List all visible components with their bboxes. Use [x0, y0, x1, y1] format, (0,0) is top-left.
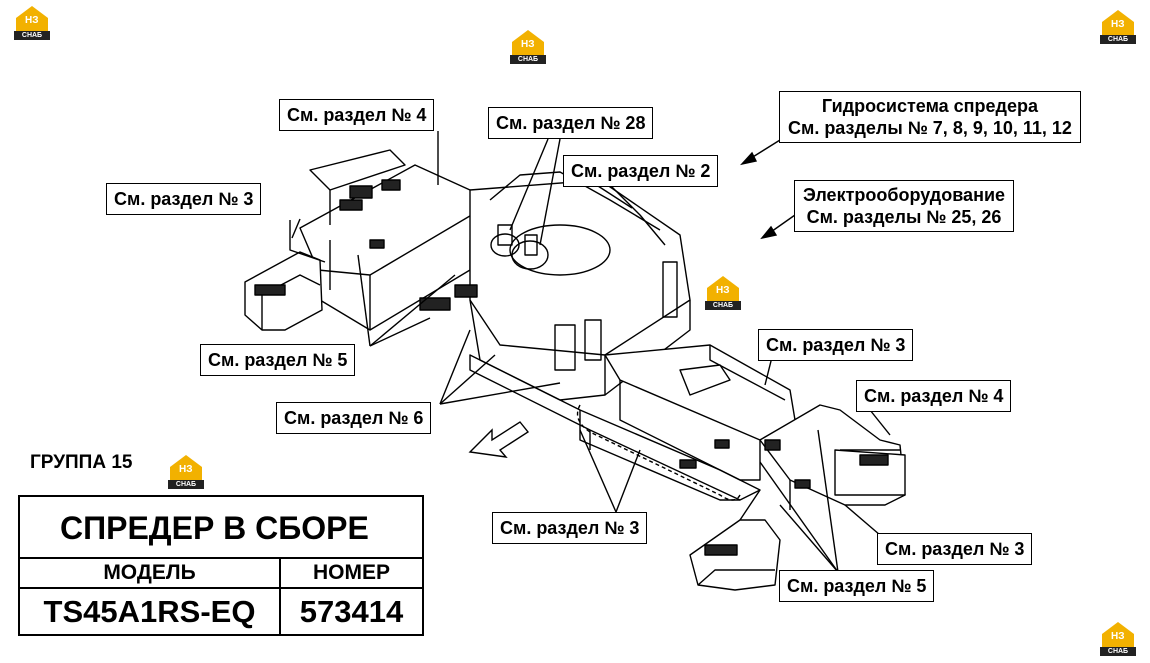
callout-section-3-mid-right: См. раздел № 3: [758, 329, 914, 361]
nz-snab-logo-icon: НЗ СНАБ: [705, 276, 741, 310]
model-value: TS45A1RS-EQ: [43, 594, 256, 629]
callout-section-3-bottom-right: См. раздел № 3: [877, 533, 1033, 565]
callout-section-3-left: См. раздел № 3: [106, 183, 262, 215]
center-frame: [469, 179, 691, 356]
nz-snab-logo-icon: НЗ СНАБ: [168, 455, 204, 489]
callout-section-5-bottom: См. раздел № 5: [779, 570, 935, 602]
number-header: НОМЕР: [281, 559, 422, 589]
nz-snab-logo-icon: НЗ СНАБ: [1100, 622, 1136, 656]
chain-track: [576, 404, 741, 501]
group-label: ГРУППА 15: [30, 452, 133, 473]
direction-arrow: [468, 421, 530, 458]
title-block: СПРЕДЕР В СБОРЕ МОДЕЛЬ НОМЕР TS45A1RS-EQ…: [18, 495, 424, 636]
callout-section-4-top: См. раздел № 4: [279, 99, 435, 131]
nz-snab-logo-icon: НЗ СНАБ: [510, 30, 546, 64]
hydraulic-title: Гидросистема спредера: [821, 96, 1039, 116]
callout-electrical: Электрооборудование См. разделы № 25, 26: [794, 180, 1015, 232]
number-value: 573414: [299, 594, 404, 629]
telescopic-beam: [469, 354, 761, 501]
callout-section-3-bottom: См. раздел № 3: [492, 512, 648, 544]
callout-section-5-left: См. раздел № 5: [200, 344, 356, 376]
assembly-title: СПРЕДЕР В СБОРЕ: [20, 497, 422, 559]
model-header: МОДЕЛЬ: [20, 559, 279, 589]
callout-section-4-right: См. раздел № 4: [856, 380, 1012, 412]
electrical-title: Электрооборудование: [803, 185, 1006, 205]
callout-hydraulic-system: Гидросистема спредера См. разделы № 7, 8…: [779, 91, 1081, 143]
callout-section-2: См. раздел № 2: [563, 155, 719, 187]
title-block-divider: [279, 559, 281, 634]
electrical-sections: См. разделы № 25, 26: [806, 207, 1002, 227]
nz-snab-logo-icon: НЗ СНАБ: [1100, 10, 1136, 44]
nz-snab-logo-icon: НЗ СНАБ: [14, 6, 50, 40]
hydraulic-sections: См. разделы № 7, 8, 9, 10, 11, 12: [788, 118, 1072, 138]
callout-section-6: См. раздел № 6: [276, 402, 432, 434]
callout-section-28: См. раздел № 28: [488, 107, 654, 139]
